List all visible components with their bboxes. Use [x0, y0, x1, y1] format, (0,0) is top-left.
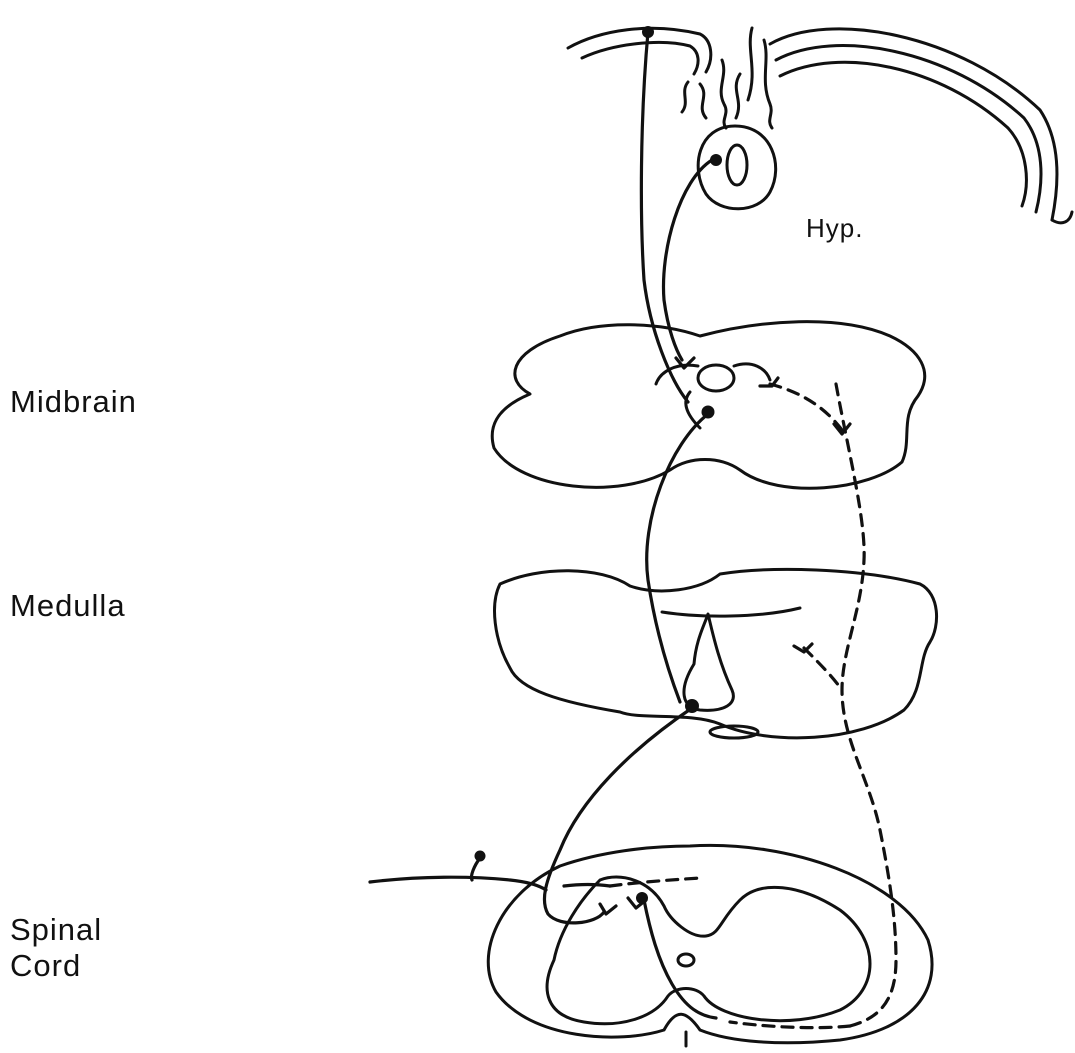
cell-body-dorsal-horn — [636, 892, 648, 904]
cell-body-midbrain — [702, 406, 715, 419]
midbrain-section — [492, 322, 924, 489]
spinal-cord-label-line1: Spinal — [10, 912, 102, 948]
medulla-label: Medulla — [10, 588, 126, 624]
cell-body-cortex — [642, 26, 654, 38]
hypothalamus-outline — [698, 126, 775, 209]
cell-body-hypothalamus — [710, 154, 722, 166]
solid-fiber-pathways — [370, 32, 716, 1018]
cell-body-dorsal-root — [475, 851, 486, 862]
cell-body-medulla — [685, 699, 699, 713]
medulla-section — [495, 569, 937, 738]
spinal-cord-label: Spinal Cord — [10, 912, 102, 983]
synaptic-terminals — [600, 358, 850, 914]
hypothalamus-label: Hyp. — [806, 214, 863, 244]
spinal-cord-label-line2: Cord — [10, 948, 102, 984]
midbrain-label: Midbrain — [10, 384, 137, 420]
